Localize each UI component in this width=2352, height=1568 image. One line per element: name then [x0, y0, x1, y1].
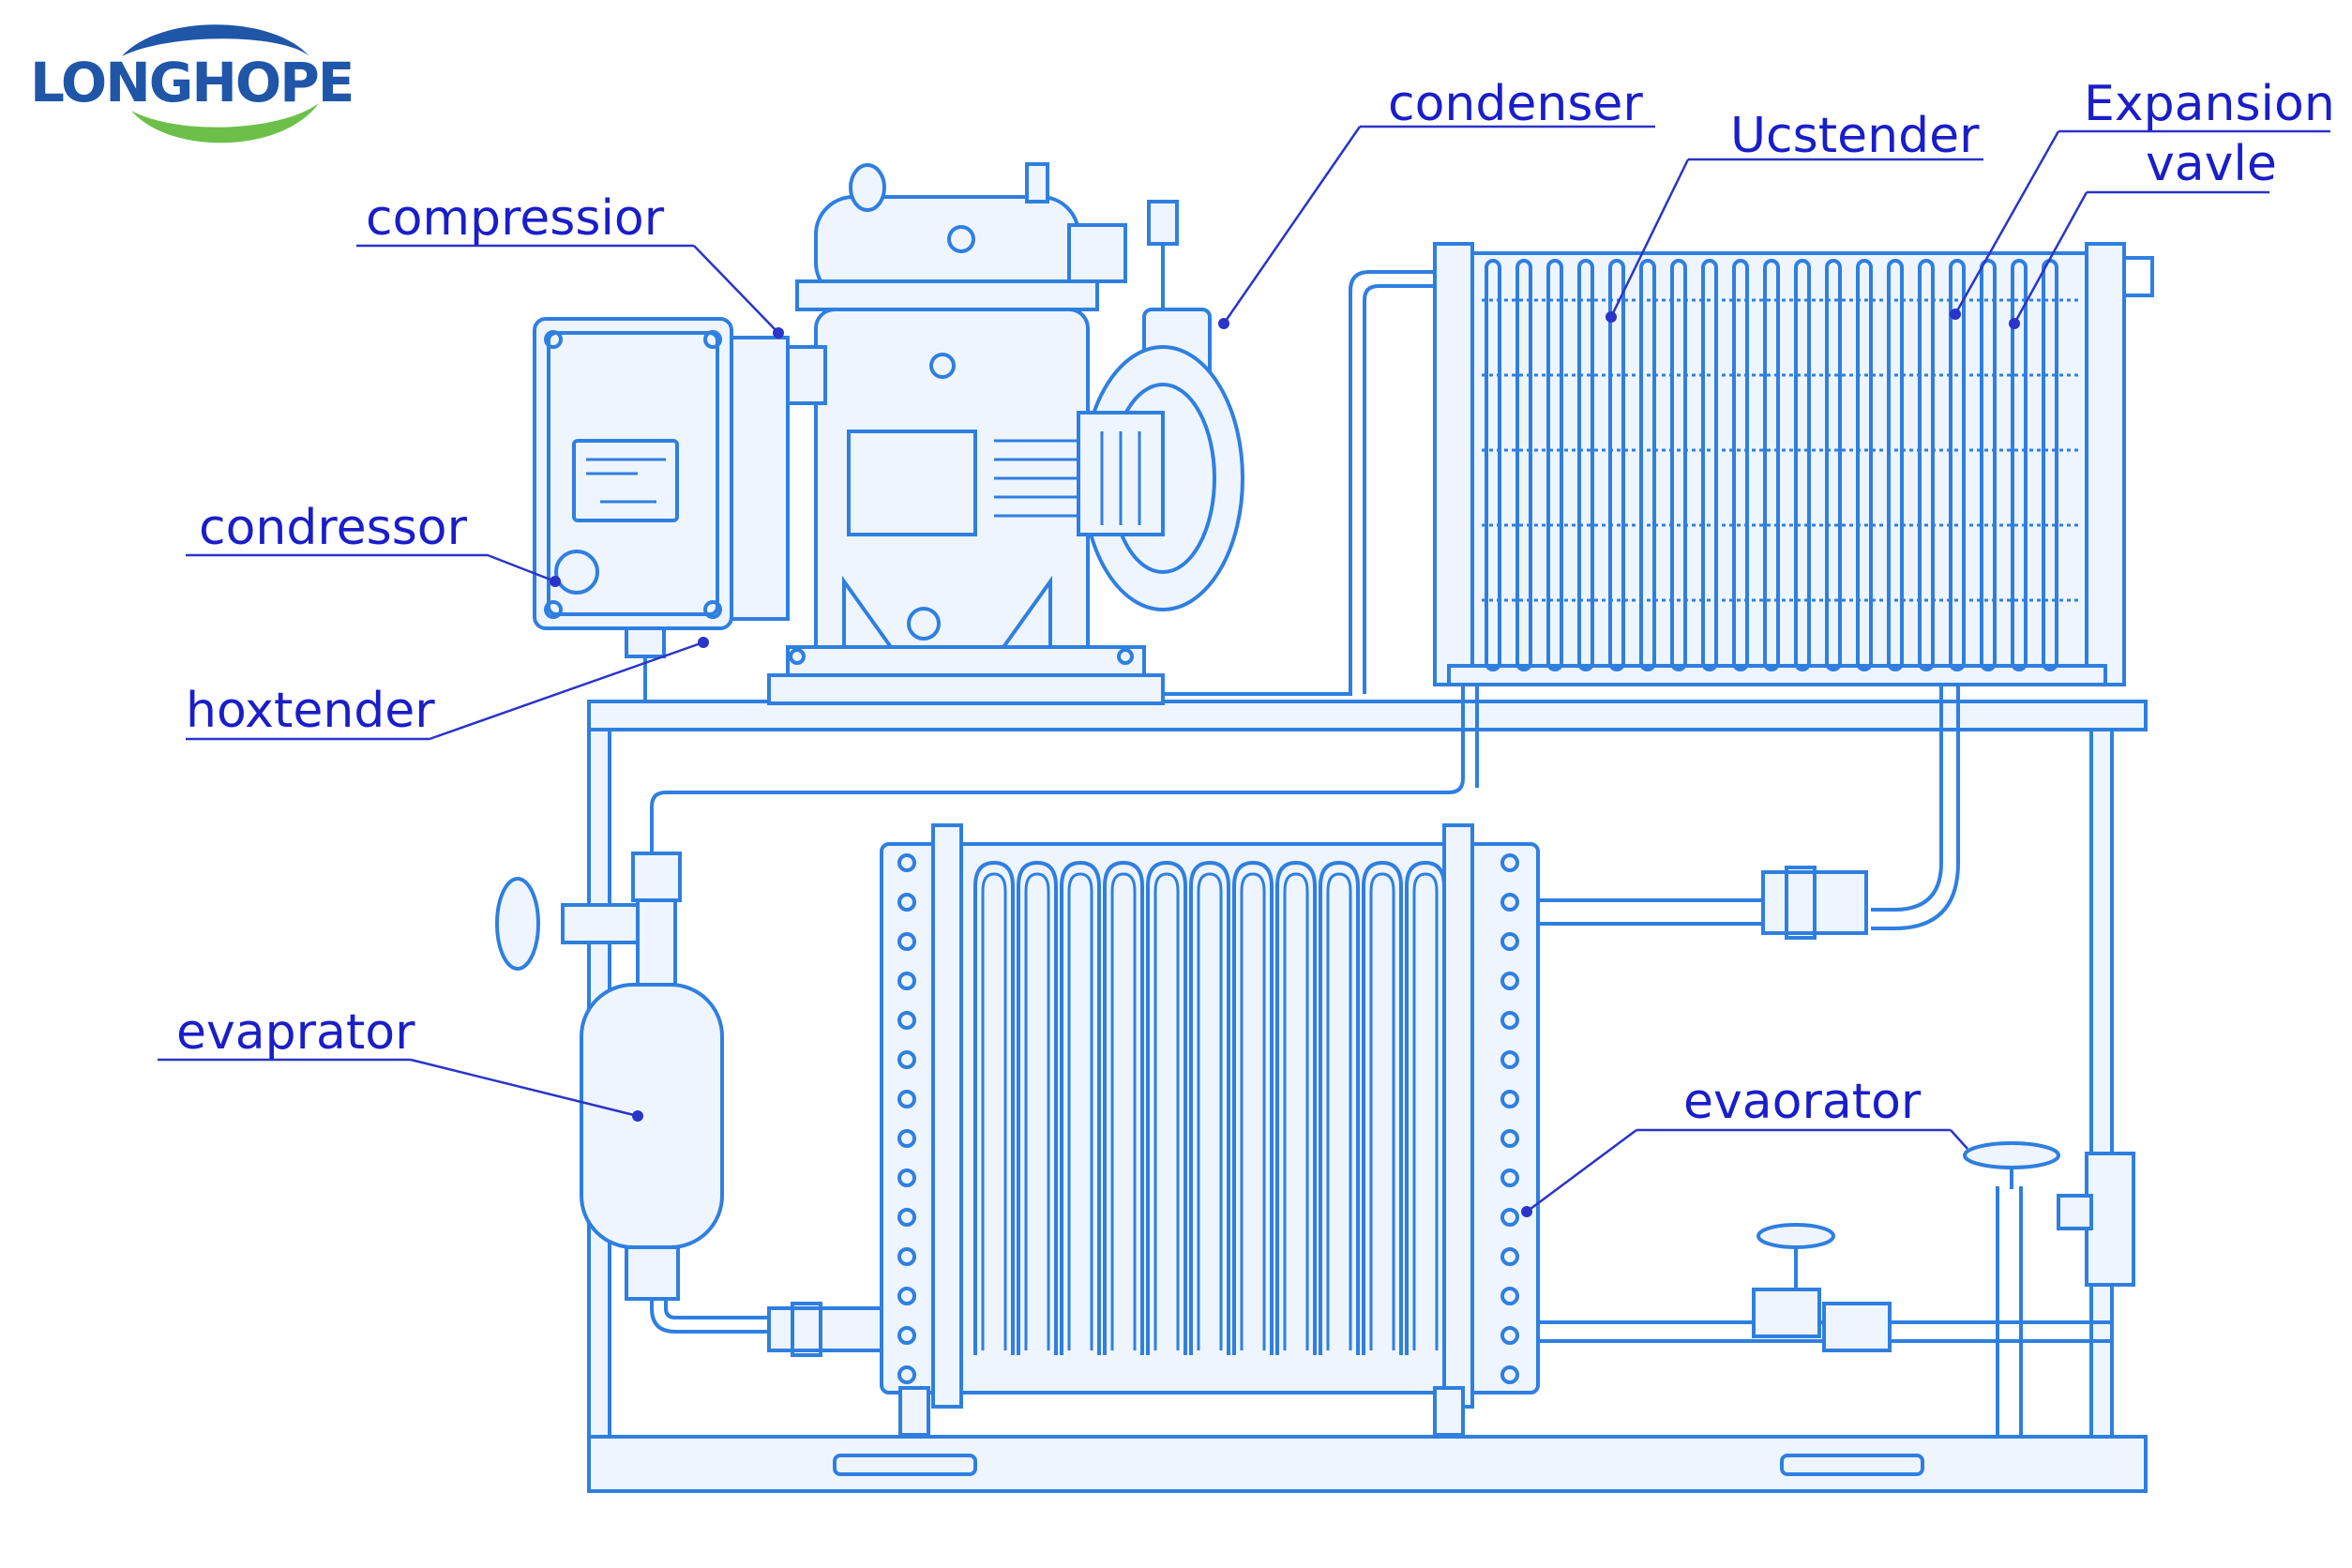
bolt: [897, 1168, 916, 1187]
labels: condenser Ucstender Expansion vavle comp…: [176, 76, 2335, 1130]
evaporator-bolts-left: [897, 853, 916, 1384]
longhope-logo: LONGHOPE: [30, 24, 354, 143]
evaporator-tube: [1060, 860, 1101, 1355]
bolt: [897, 932, 916, 951]
evaporator-tube: [1362, 860, 1403, 1355]
evaporator-tube: [1319, 860, 1360, 1355]
bolt: [1500, 893, 1519, 912]
evaporator-tube-inner: [1326, 872, 1352, 1350]
leader-lines: [158, 125, 2330, 1217]
condenser-tube: [1732, 259, 1749, 671]
evaporator-tube: [973, 860, 1015, 1355]
condenser-tube: [1856, 259, 1873, 671]
evaporator-tube-inner: [1412, 872, 1439, 1350]
condenser-tube: [1825, 259, 1842, 671]
bolt: [897, 853, 916, 872]
condenser-tube: [1546, 259, 1563, 671]
evaporator-tube: [1275, 860, 1317, 1355]
bolt: [1500, 853, 1519, 872]
bolt: [897, 972, 916, 990]
evaporator-tube-inner: [1024, 872, 1050, 1350]
bolt: [897, 1129, 916, 1148]
bolt: [897, 1365, 916, 1384]
label-ucstender: Ucstender: [1730, 108, 1980, 164]
evaporator-tubes: [973, 860, 1446, 1355]
evaporator-tube-inner: [1240, 872, 1266, 1350]
bolt: [1500, 1011, 1519, 1030]
label-evaorator: evaorator: [1683, 1074, 1922, 1130]
condenser-tube: [1515, 259, 1532, 671]
bolt: [1500, 1208, 1519, 1227]
condenser-tube: [1670, 259, 1687, 671]
condenser-tube: [1608, 259, 1625, 671]
condenser-tube: [1794, 259, 1811, 671]
label-condenser: condenser: [1388, 76, 1643, 132]
evaporator-tube: [1232, 860, 1274, 1355]
condenser-tube: [1577, 259, 1594, 671]
evaporator-tube-inner: [981, 872, 1007, 1350]
condenser-tube: [1887, 259, 1904, 671]
condenser-coil: [1433, 242, 2154, 686]
compressor-fins: [994, 439, 1078, 518]
logo-text: LONGHOPE: [30, 51, 353, 114]
control-box: [533, 317, 790, 703]
compressor: [767, 162, 1244, 705]
label-evaprator: evaprator: [176, 1004, 415, 1061]
bolt: [897, 1287, 916, 1305]
label-expansion-line1: Expansion: [2084, 76, 2335, 132]
condenser-tube: [1701, 259, 1718, 671]
bolt: [1500, 1247, 1519, 1266]
label-condressor: condressor: [199, 500, 468, 556]
bolt: [897, 1090, 916, 1108]
bolt: [1500, 1090, 1519, 1108]
bolt: [897, 1050, 916, 1069]
label-compressor: compressior: [366, 190, 665, 247]
bolt: [1500, 1050, 1519, 1069]
condenser-tube: [2011, 259, 2028, 671]
bolt: [897, 1011, 916, 1030]
evaporator-tube: [1189, 860, 1230, 1355]
evaporator-tube-inner: [1110, 872, 1137, 1350]
condenser-tube: [1980, 259, 1997, 671]
valves: [767, 866, 2135, 1357]
evaporator-bolts-right: [1500, 853, 1519, 1384]
bolt: [1500, 972, 1519, 990]
evaporator-tube: [1146, 860, 1187, 1355]
bolt: [1500, 932, 1519, 951]
piping: [650, 270, 2110, 1435]
evaporator-tube: [1017, 860, 1058, 1355]
label-hotender: hoxtender: [186, 683, 435, 739]
evaporator-tube-inner: [1369, 872, 1395, 1350]
bolt: [897, 1208, 916, 1227]
bolt: [897, 893, 916, 912]
condenser-tube: [1918, 259, 1935, 671]
condenser-fins: [1482, 298, 2082, 602]
evaporator-tube-inner: [1153, 872, 1180, 1350]
condenser-tube: [1949, 259, 1966, 671]
bolt: [897, 1247, 916, 1266]
bolt: [1500, 1168, 1519, 1187]
evaporator-tube: [1405, 860, 1446, 1355]
condenser-tube: [1485, 259, 1501, 671]
condenser-tube: [1639, 259, 1656, 671]
receiver-tank: [495, 852, 724, 1301]
bolt: [1500, 1129, 1519, 1148]
evaporator-tube-inner: [1067, 872, 1093, 1350]
bolt: [897, 1326, 916, 1345]
motor-fins: [1100, 431, 1141, 525]
evaporator-tube: [1103, 860, 1144, 1355]
condenser-tube: [1763, 259, 1780, 671]
bolt: [1500, 1365, 1519, 1384]
evaporator-tube-inner: [1197, 872, 1223, 1350]
label-expansion-line2: vavle: [2146, 136, 2277, 192]
bolt: [1500, 1326, 1519, 1345]
bolt: [1500, 1287, 1519, 1305]
evaporator: [880, 823, 1540, 1437]
evaporator-tube-inner: [1283, 872, 1309, 1350]
